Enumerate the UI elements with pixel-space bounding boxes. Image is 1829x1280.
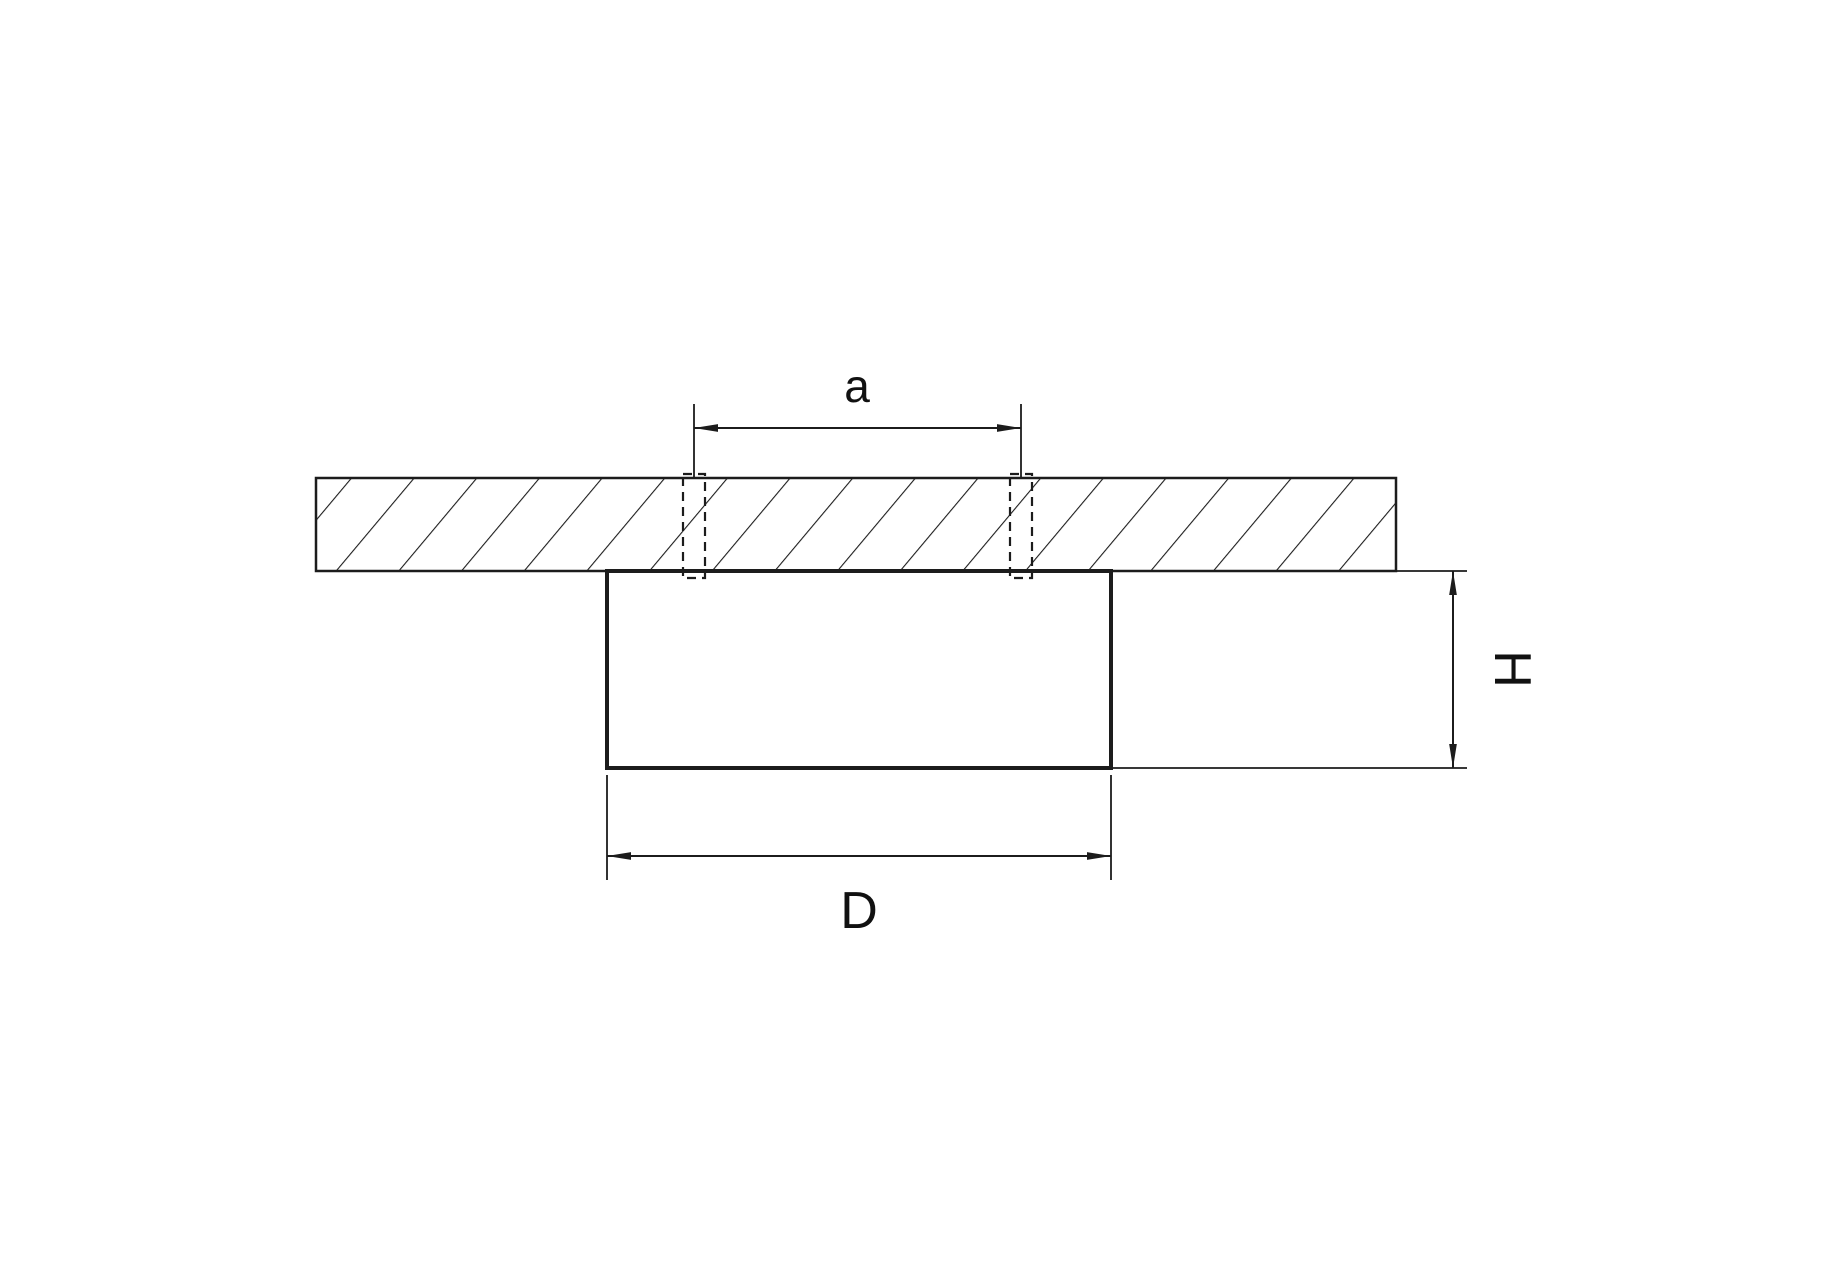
mounting-hole-right [1008, 472, 1034, 580]
ceiling-slab-hatch [316, 478, 1396, 571]
dimension-a-label: a [844, 360, 870, 412]
dimension-d-label: D [840, 882, 878, 940]
fixture-body [605, 569, 1113, 770]
mounting-hole-left [681, 472, 707, 580]
dimension-h-label: H [1483, 650, 1541, 688]
